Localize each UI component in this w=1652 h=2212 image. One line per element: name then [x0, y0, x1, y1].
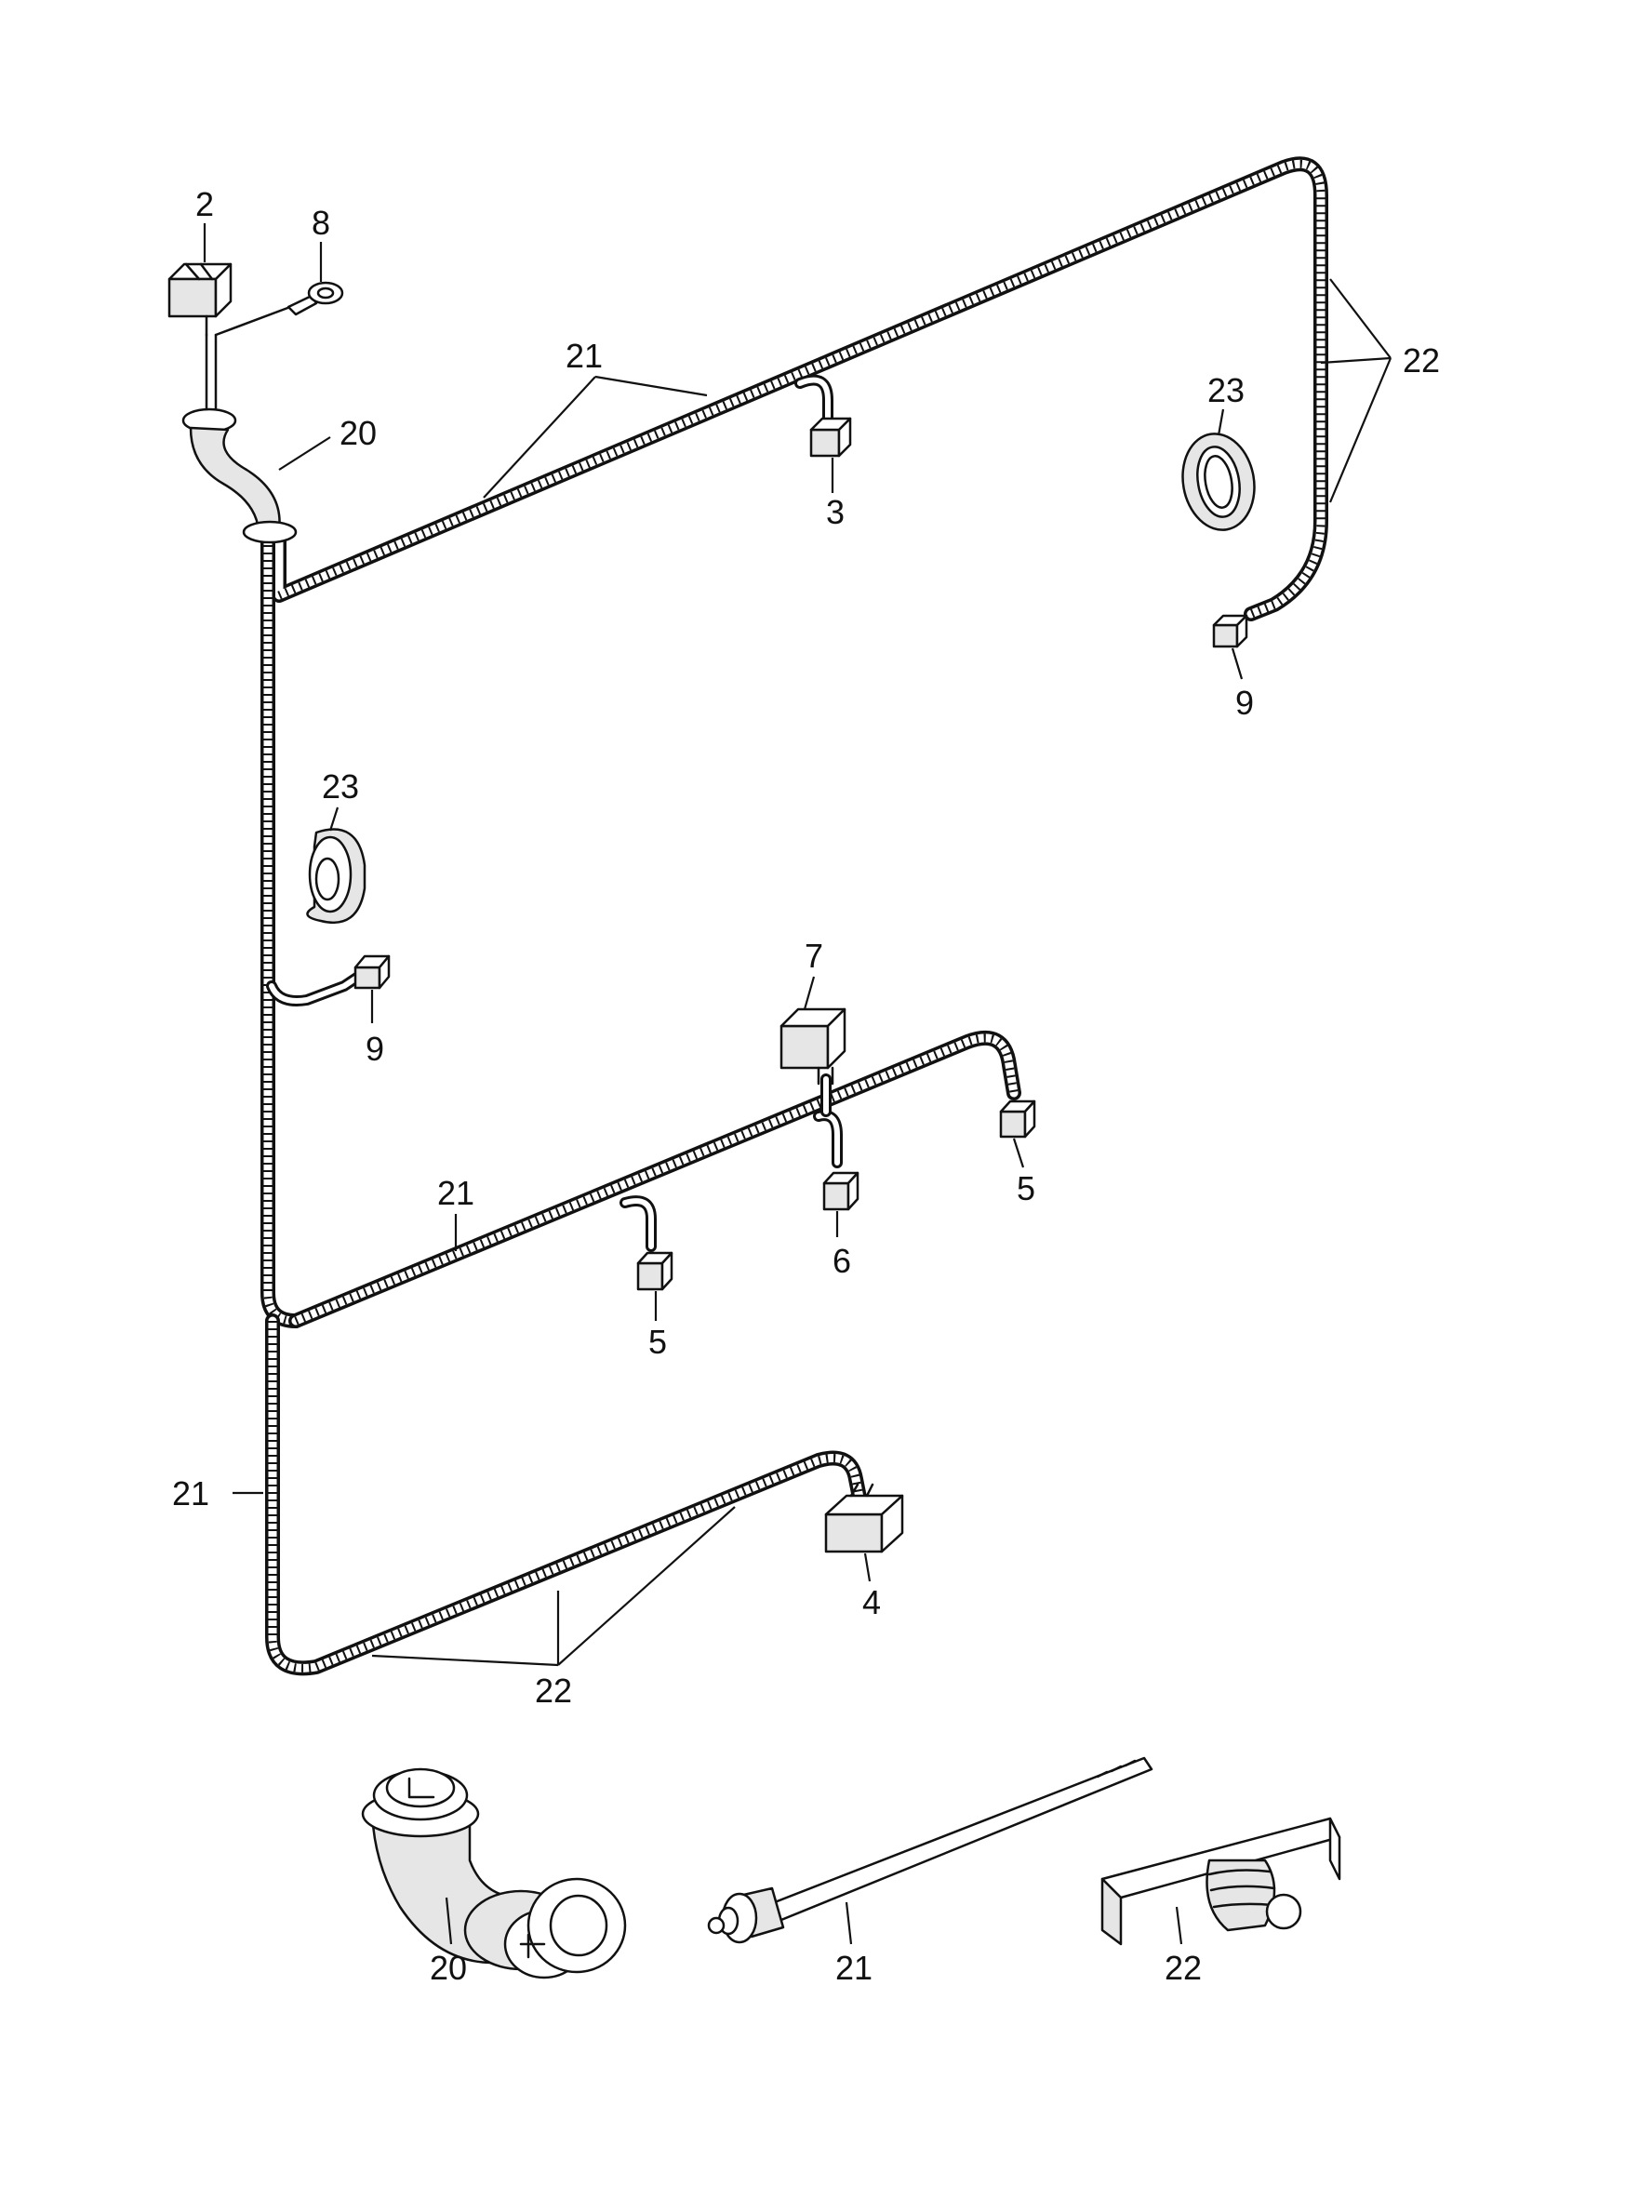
connector-6 — [822, 1171, 859, 1211]
detail-cable-tie-21 — [707, 1756, 1153, 1944]
connector-9-right — [1212, 614, 1248, 648]
callout-22-right: 22 — [1403, 341, 1440, 380]
callout-4: 4 — [862, 1583, 881, 1621]
connector-7 — [779, 1007, 846, 1086]
grommet-20-top — [181, 333, 298, 544]
callout-21-left: 21 — [172, 1474, 209, 1512]
connector-9-left — [353, 954, 391, 990]
callout-22-detail: 22 — [1165, 1949, 1202, 1987]
detail-grommet-20 — [361, 1767, 627, 1979]
callout-3: 3 — [826, 493, 845, 531]
callout-22-bottom: 22 — [535, 1672, 572, 1710]
callout-5-right: 5 — [1017, 1169, 1035, 1207]
connector-2 — [167, 262, 233, 337]
callout-20-top: 20 — [340, 414, 377, 452]
connector-4 — [824, 1483, 904, 1553]
callout-20-detail: 20 — [430, 1949, 467, 1987]
callout-21-mid: 21 — [437, 1174, 474, 1212]
callout-labels: 2 8 20 21 3 23 22 9 23 9 7 5 6 21 5 21 4… — [172, 185, 1440, 1987]
callout-8: 8 — [312, 204, 330, 242]
callout-21-top: 21 — [566, 337, 603, 375]
connector-5-left — [636, 1251, 673, 1291]
callout-21-detail: 21 — [835, 1949, 873, 1987]
callout-6: 6 — [833, 1242, 851, 1280]
leader-lines — [203, 223, 1392, 1945]
callout-5-left: 5 — [648, 1323, 667, 1361]
eyelet-terminal-8 — [214, 281, 344, 337]
grommet-23-right — [1181, 433, 1256, 531]
main-wiring-harness — [260, 156, 1328, 1676]
callout-2: 2 — [195, 185, 214, 223]
callout-23-left: 23 — [322, 767, 359, 806]
callout-9-right: 9 — [1235, 684, 1254, 722]
callout-23-right: 23 — [1207, 371, 1245, 409]
callout-7: 7 — [805, 937, 823, 975]
callout-9-left: 9 — [366, 1030, 384, 1068]
grommet-23-left — [306, 828, 366, 924]
connector-5-right — [999, 1099, 1036, 1139]
detail-clip-22 — [1100, 1817, 1341, 1946]
connector-3 — [809, 417, 852, 458]
